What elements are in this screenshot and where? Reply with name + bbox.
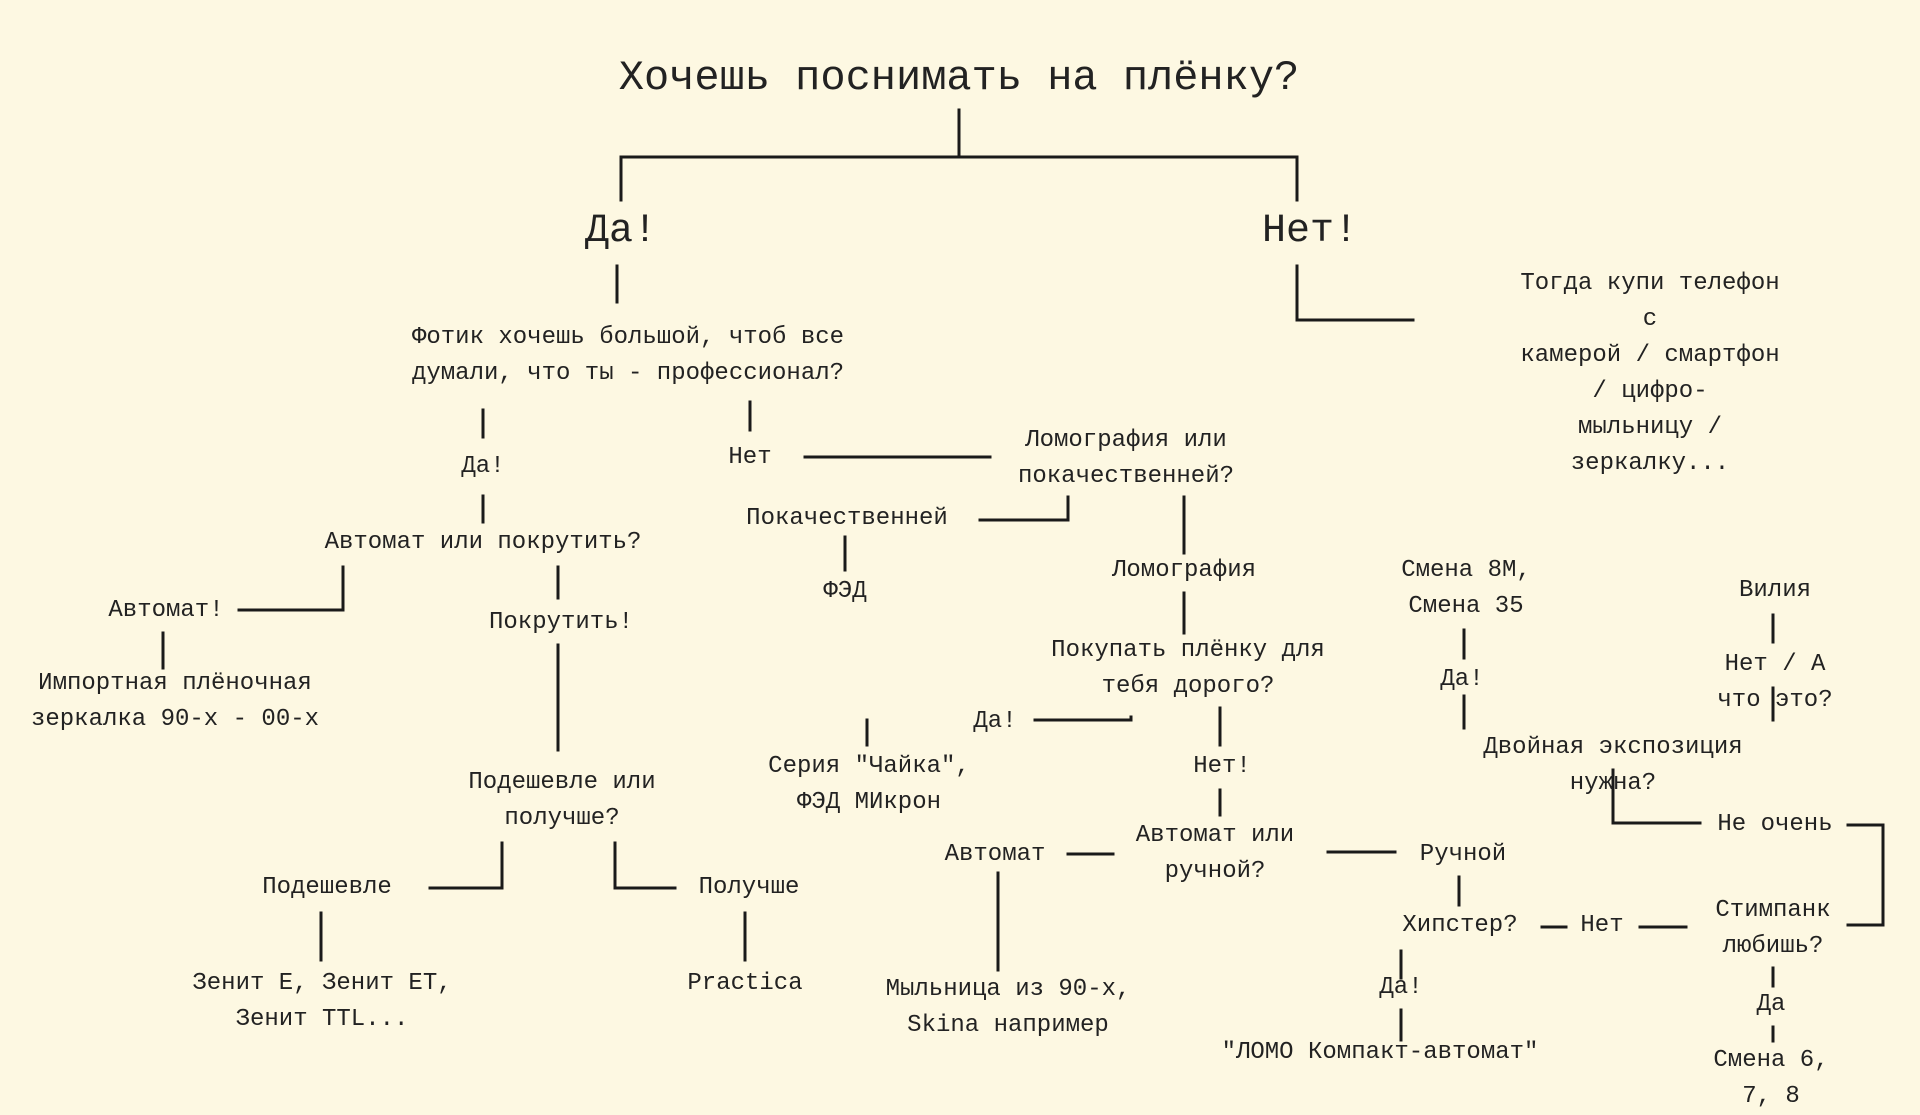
- answer-cheaper: Подешевле: [262, 874, 392, 901]
- answer-no-hipster: Нет: [1580, 912, 1624, 939]
- answer-no-main: Нет!: [1261, 209, 1359, 254]
- result-zenit: Зенит Е, Зенит ЕТ, Зенит TTL...: [192, 970, 452, 1033]
- question-auto-or-wind: Автомат или покрутить?: [324, 529, 642, 556]
- answer-yes-hipster: Да!: [1379, 974, 1423, 1001]
- answer-no-film: Нет!: [1193, 753, 1251, 780]
- flowchart: Хочешь поснимать на плёнку? Да! Нет! Тог…: [30, 54, 1885, 1110]
- result-chaika: Серия "Чайка", ФЭД МИкрон: [768, 753, 970, 816]
- question-hipster: Хипстер?: [1402, 912, 1518, 939]
- answer-better: Получше: [698, 874, 800, 901]
- answer-no-pro: Нет: [728, 444, 772, 471]
- answer-lomography: Ломография: [1111, 557, 1257, 584]
- answer-manual: Ручной: [1419, 841, 1507, 868]
- question-steampunk: Стимпанк любишь?: [1715, 897, 1831, 960]
- result-phone: Тогда купи телефон с камерой / смартфон …: [1520, 270, 1780, 477]
- question-lomo-or-quality: Ломография или покачественней?: [1017, 427, 1235, 490]
- question-big-camera: Фотик хочешь большой, чтоб все думали, ч…: [411, 324, 845, 387]
- answer-yes-pro: Да!: [461, 453, 505, 480]
- result-smena-678: Смена 6, 7, 8: [1713, 1047, 1829, 1110]
- result-smena-8m: Смена 8М, Смена 35: [1401, 557, 1531, 620]
- result-fed: ФЭД: [823, 578, 867, 605]
- result-soapbox: Мыльница из 90-х, Skina например: [885, 976, 1131, 1039]
- answer-yes-main: Да!: [584, 209, 658, 254]
- result-lomo-compact: "ЛОМО Компакт-автомат": [1221, 1039, 1539, 1066]
- question-film-expensive: Покупать плёнку для тебя дорого?: [1051, 637, 1325, 700]
- answer-yes-steampunk: Да: [1756, 991, 1786, 1018]
- question-auto-or-manual: Автомат или ручной?: [1135, 822, 1295, 885]
- answer-automat-excl: Автомат!: [108, 597, 224, 624]
- answer-not-really: Не очень: [1717, 811, 1833, 838]
- question-double-exposure: Двойная экспозиция нужна?: [1483, 734, 1743, 797]
- answer-automat: Автомат: [944, 841, 1046, 868]
- answer-no-what: Нет / А что это?: [1717, 651, 1833, 714]
- result-practica: Practica: [687, 970, 803, 997]
- answer-better-quality: Покачественней: [746, 505, 948, 532]
- result-import-slr: Импортная плёночная зеркалка 90-х - 00-х: [30, 670, 320, 733]
- answer-yes-smena: Да!: [1440, 666, 1484, 693]
- result-vilia: Вилия: [1738, 577, 1812, 604]
- connector-lines: [161, 108, 1885, 1043]
- answer-wind-excl: Покрутить!: [488, 609, 634, 636]
- answer-yes-film: Да!: [973, 708, 1017, 735]
- question-cheaper-or-better: Подешевле или получше?: [468, 769, 656, 832]
- question-film: Хочешь поснимать на плёнку?: [618, 54, 1300, 102]
